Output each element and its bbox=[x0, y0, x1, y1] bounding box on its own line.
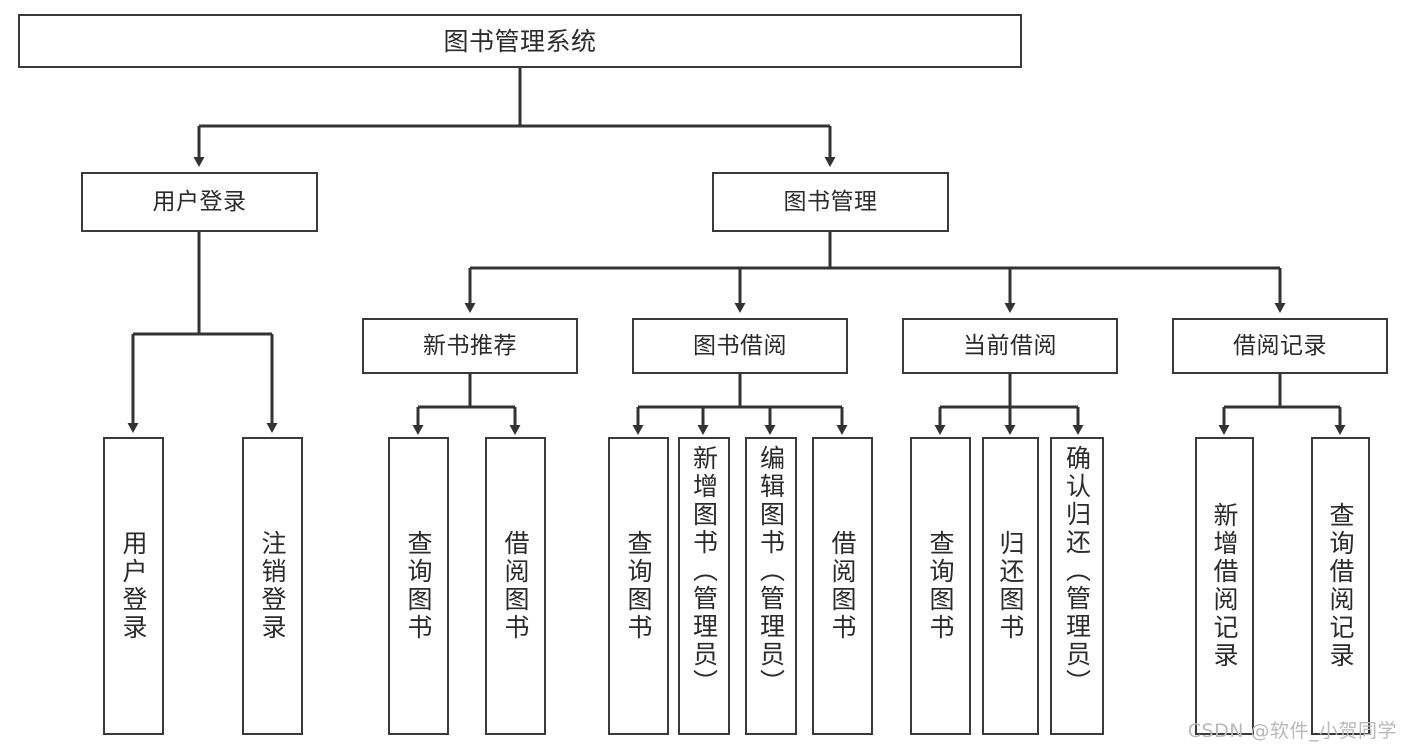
node-label: 当前借阅 bbox=[963, 332, 1057, 359]
node-label: 借阅记录 bbox=[1233, 332, 1327, 359]
node-label: 借阅图书 bbox=[501, 530, 530, 642]
node-label: 查询图书 bbox=[926, 530, 955, 642]
node-leaf-return-book[interactable]: 归还图书 bbox=[982, 437, 1039, 735]
node-label: 新增借阅记录 bbox=[1210, 502, 1239, 670]
node-leaf-query-book-3[interactable]: 查询图书 bbox=[910, 437, 971, 735]
node-label: 归还图书 bbox=[996, 530, 1025, 642]
node-leaf-confirm-return[interactable]: 确认归还（管理员） bbox=[1050, 437, 1104, 735]
node-new-book-recommend[interactable]: 新书推荐 bbox=[362, 318, 578, 374]
node-leaf-add-record[interactable]: 新增借阅记录 bbox=[1195, 437, 1254, 735]
node-leaf-borrow-book-1[interactable]: 借阅图书 bbox=[485, 437, 546, 735]
node-label: 编辑图书（管理员） bbox=[756, 445, 786, 697]
node-label: 用户登录 bbox=[152, 188, 247, 215]
node-label: 用户登录 bbox=[119, 530, 148, 642]
node-leaf-query-book-2[interactable]: 查询图书 bbox=[608, 437, 669, 735]
node-label: 查询图书 bbox=[404, 530, 433, 642]
node-leaf-query-book-1[interactable]: 查询图书 bbox=[388, 437, 449, 735]
node-leaf-add-book[interactable]: 新增图书（管理员） bbox=[678, 437, 730, 735]
node-user-login[interactable]: 用户登录 bbox=[81, 172, 318, 232]
node-leaf-logout[interactable]: 注销登录 bbox=[242, 437, 303, 735]
node-label: 查询借阅记录 bbox=[1326, 502, 1355, 670]
node-borrow-record[interactable]: 借阅记录 bbox=[1172, 318, 1388, 374]
node-label: 新增图书（管理员） bbox=[689, 445, 719, 697]
node-leaf-query-record[interactable]: 查询借阅记录 bbox=[1311, 437, 1370, 735]
watermark: CSDN @软件_小贺同学 bbox=[1187, 720, 1397, 742]
node-label: 图书借阅 bbox=[693, 332, 787, 359]
node-label: 图书管理 bbox=[783, 188, 878, 215]
node-leaf-borrow-book-2[interactable]: 借阅图书 bbox=[812, 437, 873, 735]
node-leaf-edit-book[interactable]: 编辑图书（管理员） bbox=[745, 437, 797, 735]
node-current-borrow[interactable]: 当前借阅 bbox=[902, 318, 1118, 374]
node-label: 确认归还（管理员） bbox=[1062, 445, 1092, 697]
node-book-borrow[interactable]: 图书借阅 bbox=[632, 318, 848, 374]
node-label: 图书管理系统 bbox=[443, 26, 597, 56]
node-leaf-user-login[interactable]: 用户登录 bbox=[103, 437, 164, 735]
node-label: 查询图书 bbox=[624, 530, 653, 642]
node-book-manage[interactable]: 图书管理 bbox=[712, 172, 949, 232]
node-root-system[interactable]: 图书管理系统 bbox=[18, 14, 1022, 68]
node-label: 借阅图书 bbox=[828, 530, 857, 642]
node-label: 注销登录 bbox=[258, 530, 287, 642]
node-label: 新书推荐 bbox=[423, 332, 517, 359]
